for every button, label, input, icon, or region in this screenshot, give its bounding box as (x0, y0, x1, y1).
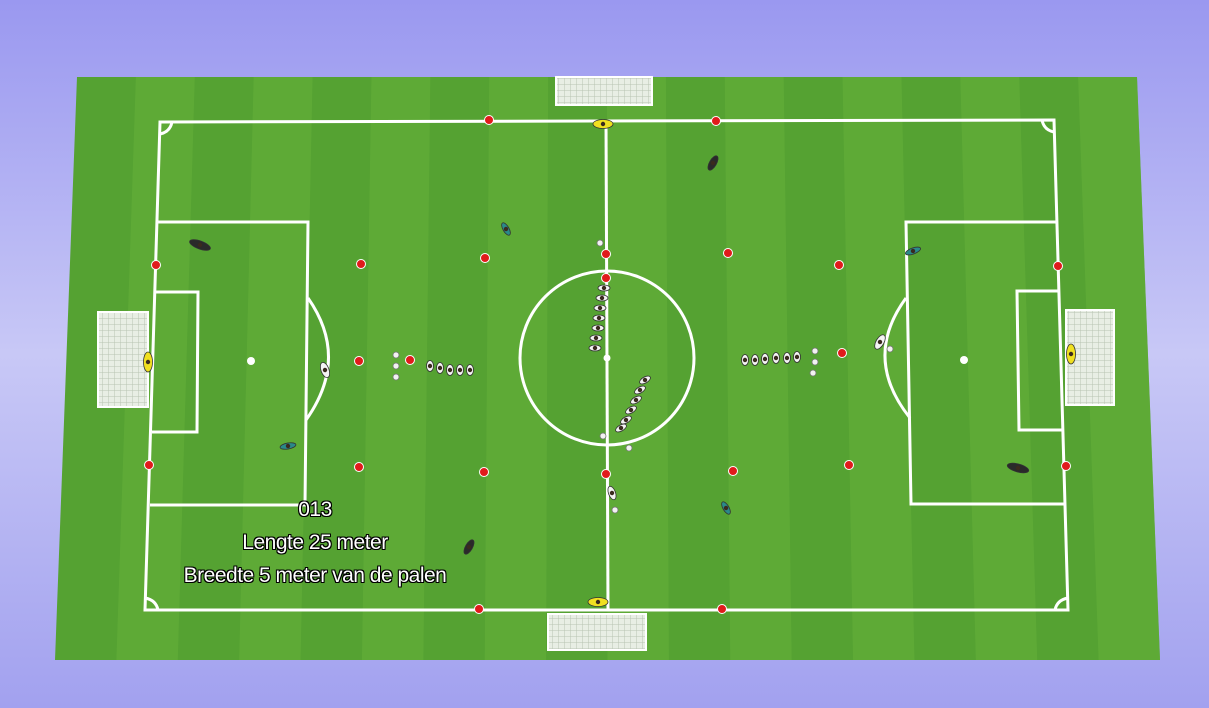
player-icon (742, 355, 749, 366)
cone-icon (475, 605, 484, 614)
ball-icon (812, 359, 818, 365)
ball-icon (393, 363, 399, 369)
cone-icon (152, 261, 161, 270)
center-spot (604, 355, 611, 362)
cone-icon (480, 468, 489, 477)
cone-icon (406, 356, 415, 365)
halfway-line (606, 120, 608, 610)
cone-icon (485, 116, 494, 125)
cone-icon (718, 605, 727, 614)
goal-net-icon (548, 614, 646, 650)
cone-icon (602, 250, 611, 259)
ball-icon (393, 374, 399, 380)
penalty-spot-left (247, 357, 255, 365)
player-icon (467, 365, 474, 376)
cone-icon (845, 461, 854, 470)
cone-icon (355, 357, 364, 366)
player-icon (588, 598, 608, 607)
player-icon (784, 353, 791, 364)
cone-icon (724, 249, 733, 258)
cone-icon (1062, 462, 1071, 471)
player-icon (144, 352, 153, 372)
player-icon (596, 295, 608, 301)
grass-stripe (607, 77, 669, 660)
cone-icon (1054, 262, 1063, 271)
player-icon (773, 353, 780, 364)
cone-icon (712, 117, 721, 126)
goal-net-icon (556, 77, 652, 105)
drill-length: Lengte 25 meter (100, 530, 530, 556)
player-icon (589, 345, 601, 351)
player-icon (457, 365, 464, 376)
ball-icon (393, 352, 399, 358)
grass-stripe (725, 77, 792, 660)
cone-icon (602, 470, 611, 479)
cone-icon (729, 467, 738, 476)
drill-number: 013 (100, 497, 530, 523)
cone-icon (602, 274, 611, 283)
player-icon (794, 352, 801, 363)
ball-icon (597, 240, 603, 246)
ball-icon (812, 348, 818, 354)
cone-icon (481, 254, 490, 263)
player-icon (447, 365, 454, 376)
ball-icon (887, 346, 893, 352)
player-icon (752, 355, 759, 366)
player-icon (594, 305, 606, 311)
player-icon (590, 335, 602, 341)
player-icon (593, 315, 605, 321)
cone-icon (145, 461, 154, 470)
ball-icon (612, 507, 618, 513)
drill-width: Breedte 5 meter van de palen (100, 563, 530, 589)
cone-icon (838, 349, 847, 358)
cone-icon (355, 463, 364, 472)
ball-icon (810, 370, 816, 376)
cone-icon (357, 260, 366, 269)
player-icon (598, 285, 610, 291)
player-icon (592, 325, 604, 331)
player-icon (427, 361, 434, 372)
player-icon (1067, 344, 1076, 364)
ball-icon (600, 433, 606, 439)
ball-icon (626, 445, 632, 451)
cone-icon (835, 261, 844, 270)
goal-net-icon (98, 312, 148, 407)
player-icon (437, 363, 444, 374)
player-icon (762, 354, 769, 365)
player-icon (593, 120, 613, 129)
penalty-spot-right (960, 356, 968, 364)
